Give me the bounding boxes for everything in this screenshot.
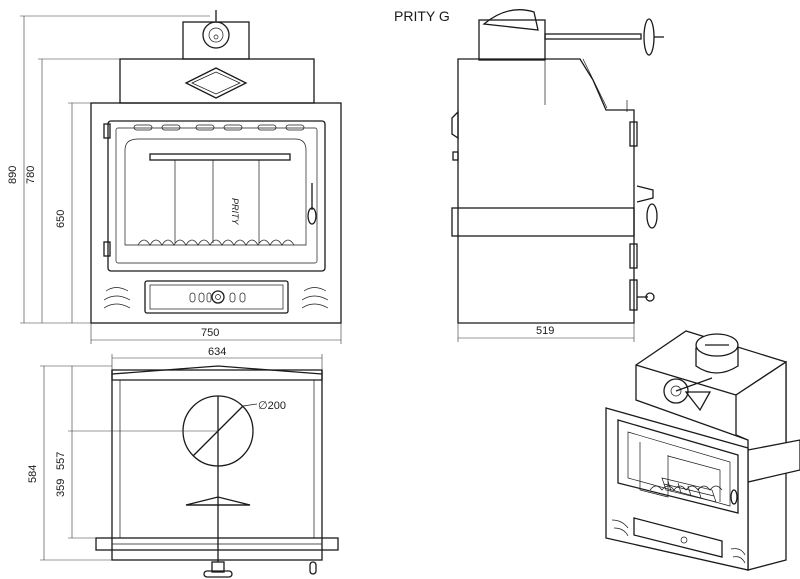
front-view: PRITY — [7, 10, 342, 344]
hinge-top — [103, 123, 111, 139]
iso-door — [617, 419, 739, 514]
front-dimensions: 890 780 650 750 — [7, 15, 342, 344]
dim-650: 650 — [55, 210, 67, 228]
hood-diamond — [184, 67, 248, 99]
door-glass — [124, 138, 307, 246]
dim-359: 359 — [55, 479, 67, 497]
air-knob-side[interactable] — [645, 292, 655, 302]
iso-ash-drawer[interactable] — [633, 517, 723, 558]
air-control-icon[interactable] — [189, 290, 246, 304]
damper-handle[interactable] — [643, 18, 655, 56]
door-handle-side[interactable] — [636, 185, 654, 203]
drawing-title: PRITY G — [394, 8, 450, 24]
lower-vents — [103, 287, 329, 309]
iso-damper-plate — [684, 391, 712, 412]
stove-body-front — [90, 102, 342, 324]
door-handle-grip[interactable] — [307, 207, 317, 225]
iso-door-handle[interactable] — [730, 489, 738, 505]
dim-diameter-200: ∅200 — [258, 400, 286, 412]
dim-890: 890 — [7, 166, 19, 184]
door-frame — [107, 120, 326, 272]
iso-front-panel — [605, 407, 749, 571]
side-vent — [451, 110, 459, 140]
flue-collar-side — [478, 19, 546, 61]
air-wash-rail — [149, 153, 291, 161]
stove-body-side — [457, 58, 635, 324]
upper-hood — [119, 58, 315, 104]
dim-519: 519 — [536, 325, 554, 337]
hinge-bottom — [103, 241, 111, 257]
iso-grate — [649, 485, 723, 491]
dim-584: 584 — [27, 465, 39, 483]
damper-rod[interactable] — [544, 33, 642, 40]
top-view: 634 584 557 359 ∅200 — [27, 346, 339, 578]
flue-collar — [182, 21, 250, 60]
stove-body-top — [111, 369, 323, 561]
dim-780: 780 — [25, 166, 37, 184]
grate-bars — [137, 239, 295, 246]
top-dimensions: 634 584 557 359 ∅200 — [27, 346, 323, 561]
damper-handle-top[interactable] — [203, 570, 233, 578]
side-view: 519 — [451, 9, 664, 342]
front-lip — [95, 537, 339, 551]
iso-damper-handle-icon[interactable] — [663, 378, 689, 404]
ash-drawer[interactable] — [144, 280, 289, 314]
dim-634: 634 — [208, 346, 226, 358]
door-logo: PRITY — [230, 198, 240, 226]
isometric-view — [605, 330, 800, 571]
door-top-vents — [133, 124, 305, 131]
dim-750: 750 — [201, 327, 219, 339]
side-band — [451, 207, 635, 237]
dim-557: 557 — [55, 452, 67, 470]
